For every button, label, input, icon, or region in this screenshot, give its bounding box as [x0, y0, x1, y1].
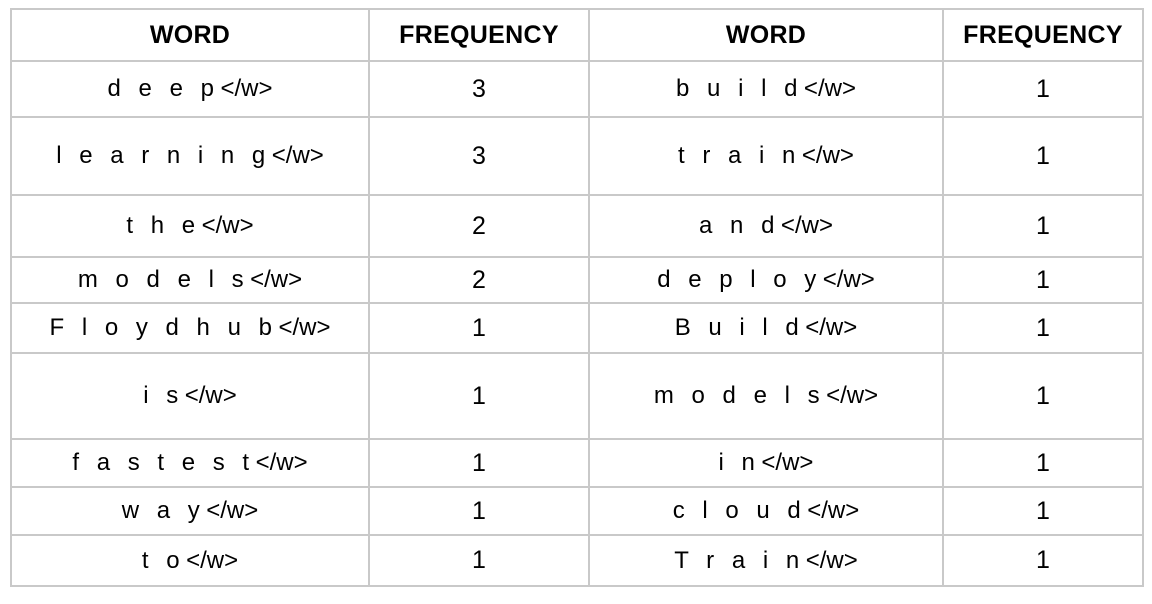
token-end-marker: </w> — [807, 497, 860, 525]
cell-frequency-right: 1 — [942, 486, 1144, 536]
cell-frequency-right: 1 — [942, 534, 1144, 587]
token-letters: l e a r n i n g — [56, 142, 271, 170]
cell-word-left: w a y</w> — [10, 486, 370, 536]
cell-frequency-right: 1 — [942, 194, 1144, 258]
cell-word-left: t h e</w> — [10, 194, 370, 258]
cell-word-left: f a s t e s t</w> — [10, 438, 370, 488]
token-letters: t h e — [126, 212, 201, 240]
cell-frequency-right: 1 — [942, 302, 1144, 354]
cell-frequency-right: 1 — [942, 352, 1144, 440]
token-letters: B u i l d — [674, 314, 805, 342]
token-end-marker: </w> — [255, 449, 308, 477]
cell-frequency-right: 1 — [942, 256, 1144, 304]
cell-frequency-left: 1 — [368, 486, 590, 536]
token-end-marker: </w> — [805, 314, 858, 342]
cell-frequency-left: 2 — [368, 194, 590, 258]
cell-frequency-left: 1 — [368, 534, 590, 587]
token-end-marker: </w> — [780, 212, 833, 240]
token-end-marker: </w> — [220, 75, 273, 103]
token-end-marker: </w> — [186, 546, 239, 574]
cell-word-left: m o d e l s</w> — [10, 256, 370, 304]
cell-word-right: c l o u d</w> — [588, 486, 944, 536]
cell-word-right: b u i l d</w> — [588, 60, 944, 118]
cell-word-left: t o</w> — [10, 534, 370, 587]
cell-word-right: T r a i n</w> — [588, 534, 944, 587]
token-letters: d e e p — [107, 75, 220, 103]
cell-frequency-right: 1 — [942, 60, 1144, 118]
cell-frequency-left: 1 — [368, 352, 590, 440]
cell-word-left: d e e p</w> — [10, 60, 370, 118]
cell-frequency-left: 3 — [368, 116, 590, 196]
cell-word-left: F l o y d h u b</w> — [10, 302, 370, 354]
cell-word-right: t r a i n</w> — [588, 116, 944, 196]
token-letters: a n d — [699, 212, 780, 240]
token-end-marker: </w> — [803, 75, 856, 103]
token-letters: t r a i n — [678, 142, 801, 170]
cell-frequency-left: 2 — [368, 256, 590, 304]
cell-frequency-left: 3 — [368, 60, 590, 118]
token-end-marker: </w> — [801, 142, 854, 170]
token-end-marker: </w> — [826, 382, 879, 410]
cell-word-right: m o d e l s</w> — [588, 352, 944, 440]
cell-frequency-right: 1 — [942, 438, 1144, 488]
column-header-word-left: WORD — [10, 8, 370, 62]
token-letters: d e p l o y — [657, 266, 822, 294]
token-end-marker: </w> — [278, 314, 331, 342]
column-header-frequency-right: FREQUENCY — [942, 8, 1144, 62]
token-letters: f a s t e s t — [72, 449, 255, 477]
cell-word-right: d e p l o y</w> — [588, 256, 944, 304]
token-end-marker: </w> — [822, 266, 875, 294]
token-letters: c l o u d — [672, 497, 807, 525]
cell-frequency-left: 1 — [368, 438, 590, 488]
token-end-marker: </w> — [805, 546, 858, 574]
token-letters: m o d e l s — [653, 382, 826, 410]
column-header-frequency-left: FREQUENCY — [368, 8, 590, 62]
token-end-marker: </w> — [206, 497, 259, 525]
header-row: WORD FREQUENCY WORD FREQUENCY — [10, 8, 1144, 62]
table-header: WORD FREQUENCY WORD FREQUENCY — [10, 8, 1144, 62]
cell-word-right: i n</w> — [588, 438, 944, 488]
cell-word-right: B u i l d</w> — [588, 302, 944, 354]
word-frequency-table: WORD FREQUENCY WORD FREQUENCY d e e p</w… — [10, 8, 1144, 587]
token-letters: i s — [143, 382, 184, 410]
token-end-marker: </w> — [250, 266, 303, 294]
column-header-word-right: WORD — [588, 8, 944, 62]
token-letters: i n — [718, 449, 761, 477]
token-letters: w a y — [121, 497, 206, 525]
cell-word-right: a n d</w> — [588, 194, 944, 258]
token-end-marker: </w> — [201, 212, 254, 240]
cell-frequency-right: 1 — [942, 116, 1144, 196]
cell-frequency-left: 1 — [368, 302, 590, 354]
cell-word-left: l e a r n i n g</w> — [10, 116, 370, 196]
token-letters: b u i l d — [676, 75, 803, 103]
token-letters: t o — [141, 546, 186, 574]
token-letters: F l o y d h u b — [49, 314, 278, 342]
token-end-marker: </w> — [184, 382, 237, 410]
token-end-marker: </w> — [761, 449, 814, 477]
cell-word-left: i s</w> — [10, 352, 370, 440]
token-end-marker: </w> — [271, 142, 324, 170]
token-letters: T r a i n — [674, 546, 805, 574]
token-letters: m o d e l s — [77, 266, 250, 294]
